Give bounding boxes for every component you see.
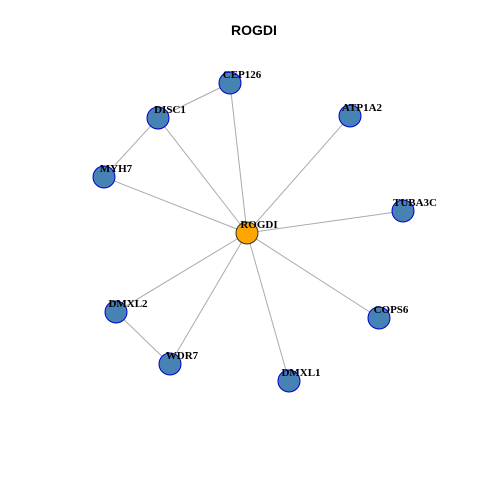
node-atp1a2 bbox=[338, 104, 362, 128]
edge-rogdi-tuba3c bbox=[246, 210, 404, 234]
node-label-tuba3c: TUBA3C bbox=[393, 197, 437, 209]
edge-rogdi-dmxl1 bbox=[246, 232, 290, 382]
edge-rogdi-disc1 bbox=[157, 117, 248, 234]
edge-cep126-disc1 bbox=[157, 82, 231, 119]
node-dmxl1 bbox=[277, 369, 301, 393]
node-disc1 bbox=[146, 106, 170, 130]
edge-rogdi-cops6 bbox=[246, 232, 380, 319]
node-label-dmxl2: DMXL2 bbox=[108, 298, 148, 310]
node-label-cops6: COPS6 bbox=[374, 304, 409, 316]
node-cops6 bbox=[367, 306, 391, 330]
edge-rogdi-atp1a2 bbox=[246, 115, 351, 234]
nodes-layer bbox=[92, 71, 415, 393]
edge-rogdi-cep126 bbox=[229, 82, 248, 234]
edges-layer bbox=[103, 82, 404, 382]
node-label-dmxl1: DMXL1 bbox=[281, 367, 320, 379]
node-rogdi bbox=[235, 221, 259, 245]
node-tuba3c bbox=[391, 199, 415, 223]
node-label-disc1: DISC1 bbox=[154, 104, 186, 116]
node-label-wdr7: WDR7 bbox=[166, 350, 199, 362]
edge-rogdi-myh7 bbox=[103, 176, 248, 234]
edge-rogdi-dmxl2 bbox=[115, 232, 248, 313]
node-cep126 bbox=[218, 71, 242, 95]
node-label-atp1a2: ATP1A2 bbox=[342, 102, 383, 114]
edge-rogdi-wdr7 bbox=[169, 232, 248, 365]
edge-dmxl2-wdr7 bbox=[115, 311, 171, 365]
node-dmxl2 bbox=[104, 300, 128, 324]
node-label-rogdi: ROGDI bbox=[240, 219, 277, 231]
node-label-myh7: MYH7 bbox=[100, 163, 133, 175]
graph-title: ROGDI bbox=[231, 22, 277, 38]
node-label-cep126: CEP126 bbox=[223, 69, 262, 81]
edge-disc1-myh7 bbox=[103, 117, 159, 178]
node-myh7 bbox=[92, 165, 116, 189]
node-wdr7 bbox=[158, 352, 182, 376]
